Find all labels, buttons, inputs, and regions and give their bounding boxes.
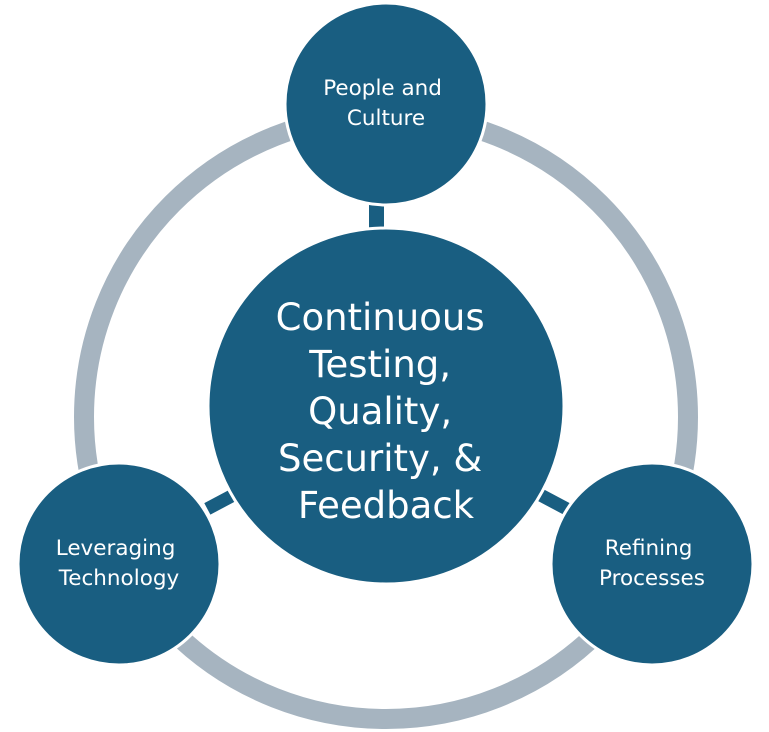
node-refining-processes-label: Refining Processes — [599, 536, 705, 591]
node-people-culture — [283, 1, 489, 207]
node-left-line-1: Leveraging — [56, 536, 176, 561]
center-line-3: Quality, — [308, 390, 452, 433]
node-leveraging-technology — [16, 461, 222, 667]
center-line-5: Feedback — [298, 484, 475, 527]
node-leveraging-technology-label: Leveraging Technology — [56, 536, 183, 591]
center-line-4: Security, & — [278, 437, 482, 480]
center-line-2: Testing, — [308, 343, 451, 386]
node-people-culture-label: People and Culture — [323, 76, 449, 131]
node-right-line-2: Processes — [599, 566, 705, 591]
center-hub — [206, 226, 566, 586]
node-right-line-1: Refining — [605, 536, 693, 561]
center-label: Continuous Testing, Quality, Security, &… — [276, 296, 497, 527]
node-top-line-2: Culture — [347, 106, 425, 131]
node-refining-processes — [549, 461, 755, 667]
center-line-1: Continuous — [276, 296, 485, 339]
node-left-line-2: Technology — [58, 566, 180, 591]
node-top-line-1: People and — [323, 76, 442, 101]
